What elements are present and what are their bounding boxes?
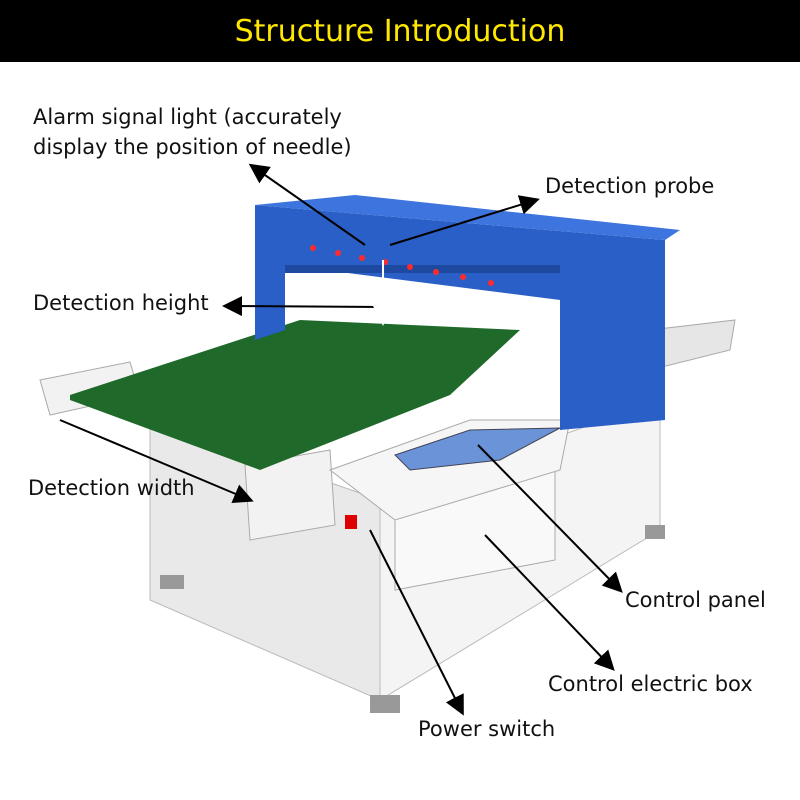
alarm-light-label: Alarm signal light (accurately display t…: [33, 102, 352, 162]
infeed-side-box: [244, 449, 336, 541]
detection-height-label: Detection height: [33, 291, 209, 315]
title-bar: Structure Introduction: [0, 0, 800, 62]
control-panel-graphic: [394, 427, 561, 471]
power-switch-graphic: [345, 515, 357, 529]
detector-frame: [255, 195, 680, 430]
control-panel-label: Control panel: [625, 588, 766, 612]
control-electric-box-label: Control electric box: [548, 672, 753, 696]
alarm-label-line1: Alarm signal light (accurately: [33, 105, 342, 129]
callout-arrows: [59, 163, 623, 716]
detection-width-label: Detection width: [28, 476, 195, 500]
power-switch-label: Power switch: [418, 717, 556, 741]
alarm-label-line2: display the position of needle): [33, 135, 352, 159]
page-title: Structure Introduction: [234, 13, 566, 49]
conveyor-belt: [70, 320, 520, 470]
detection-probe-label: Detection probe: [545, 174, 715, 198]
alarm-lights: [310, 245, 494, 286]
